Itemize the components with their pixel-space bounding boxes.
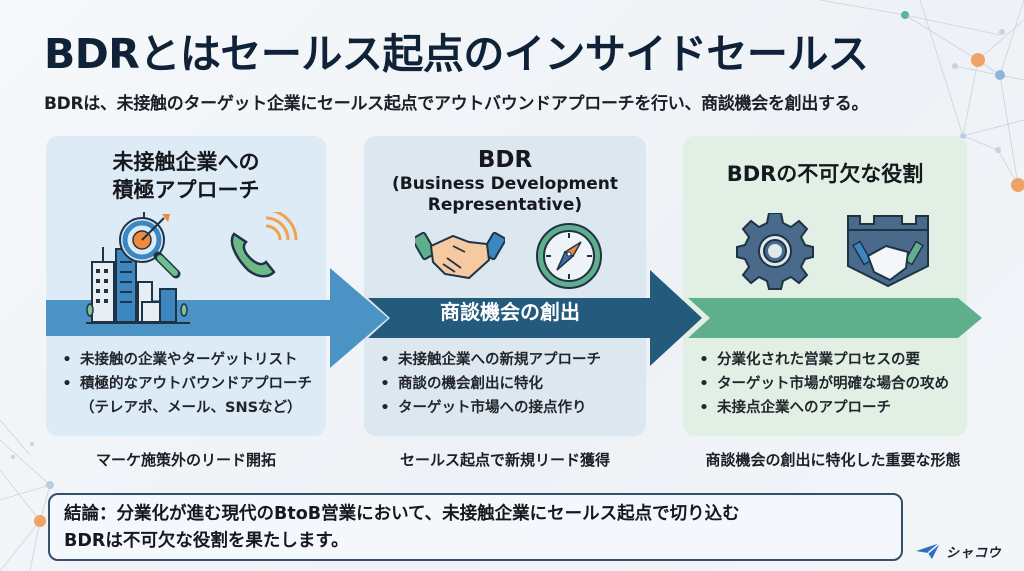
panel-caption: 商談機会の創出に特化した重要な形態 [705,451,961,469]
panel-title-line2: 積極アプローチ [112,178,260,202]
page-subtitle: BDRは、未接触のターゲット企業にセールス起点でアウトバウンドアプローチを行い、… [44,94,869,114]
list-item: 商談の機会創出に特化 [376,372,642,396]
list-item: ターゲット市場が明確な場合の攻め [695,372,963,396]
list-item: 未接触の企業やターゲットリスト [58,348,322,372]
list-item: 未接触企業への新規アプローチ [376,348,642,372]
paper-plane-icon [916,542,941,559]
logo-text: シャコウ [946,545,1002,561]
bullet-list: 未接触の企業やターゲットリスト 積極的なアウトバウンドアプローチ （テレアポ、メ… [58,348,322,420]
panel-caption: セールス起点で新規リード獲得 [399,451,610,469]
conclusion-line2: BDRは不可欠な役割を果たします。 [64,531,349,551]
list-item: ターゲット市場への接点作り [376,396,642,420]
compass-icon [536,223,602,289]
phone-call-icon [230,212,298,278]
panel-essential-role: BDRの不可欠な役割 分業化された営業プロセスの要 ターゲット市場が明確な場合の… [683,136,967,436]
handshake-icon [415,231,505,280]
panel-title: BDRの不可欠な役割 [726,162,924,186]
panel-subtitle-line1: (Business Development [392,174,618,194]
bullet-list: 未接触企業への新規アプローチ 商談の機会創出に特化 ターゲット市場への接点作り [376,348,642,420]
panel-title: 未接触企業への 積極アプローチ [46,148,326,204]
conclusion-box: 結論：分業化が進む現代のBtoB営業において、未接触企業にセールス起点で切り込む… [48,493,903,561]
list-item: 積極的なアウトバウンドアプローチ [58,372,322,396]
panel-subtitle: (Business Development Representative) [364,174,646,216]
bullet-list: 分業化された営業プロセスの要 ターゲット市場が明確な場合の攻め 未接点企業へのア… [695,348,963,420]
city-buildings-icon [86,247,190,324]
panel-caption: マーケ施策外のリード開拓 [95,451,276,469]
brand-logo: シャコウ [914,541,1001,561]
gear-icon [736,213,814,290]
list-item: 未接点企業へのアプローチ [695,396,963,420]
panel-title-line1: 未接触企業への [112,150,260,174]
fortress-handshake-icon [847,215,929,288]
panel-subtitle-line2: Representative) [427,195,583,215]
panel-title: BDR [477,147,533,173]
list-item: 分業化された営業プロセスの要 [695,348,963,372]
list-item-continuation: （テレアポ、メール、SNSなど） [80,400,302,416]
page-title: BDRとはセールス起点のインサイドセールス [44,30,869,78]
magnifier-target-icon [119,212,181,279]
band-label-opportunity-creation: 商談機会の創出 [440,300,580,324]
conclusion-line1: 結論：分業化が進む現代のBtoB営業において、未接触企業にセールス起点で切り込む [64,504,740,524]
